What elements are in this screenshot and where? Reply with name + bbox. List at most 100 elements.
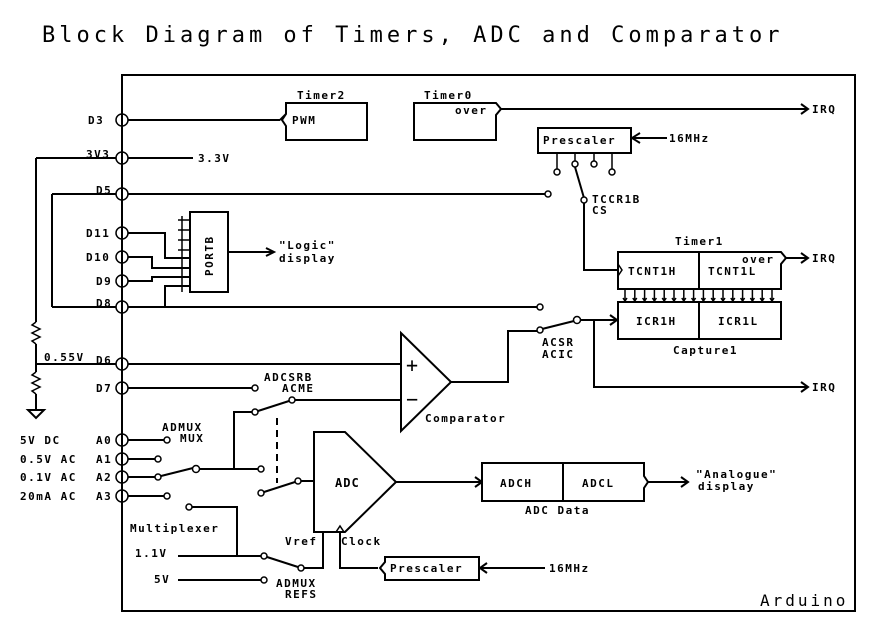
portb-output-line1: "Logic" — [279, 239, 336, 252]
switch-contact — [294, 477, 302, 485]
a0-source-label: 5V DC — [20, 434, 61, 447]
pin-label: D6 — [96, 354, 112, 367]
adc-data-title: ADC Data — [525, 504, 590, 517]
prescaler-top-clock: 16MHz — [669, 132, 710, 145]
switch-contact — [191, 464, 201, 474]
timer0-title: Timer0 — [424, 89, 473, 102]
divider-voltage-label: 0.55V — [44, 351, 85, 364]
multiplexer-label: Multiplexer — [130, 522, 219, 535]
switch-contact — [544, 190, 552, 198]
pin-label: A2 — [96, 471, 112, 484]
arduino-board — [121, 74, 856, 612]
acic-switch-lever[interactable] — [541, 320, 575, 330]
portb-input-stubs — [178, 216, 190, 292]
pin-label: D7 — [96, 382, 112, 395]
switch-contact — [163, 436, 171, 444]
d10-wire — [128, 256, 190, 269]
adc-data-high: ADCH — [500, 477, 533, 490]
capture1-high: ICR1H — [636, 315, 677, 328]
portb-output-line2: display — [279, 252, 336, 265]
pin-d7[interactable]: D7 — [96, 381, 129, 395]
timer0-over-label: over — [455, 104, 488, 117]
arrow-icon — [478, 562, 488, 574]
pin-a1[interactable]: A1 — [96, 452, 129, 466]
switch-contact — [260, 576, 268, 584]
cs-switch-bit: CS — [592, 204, 608, 217]
adc-block — [313, 431, 398, 533]
pin-label: A0 — [96, 434, 112, 447]
irq-label-timer1: IRQ — [812, 252, 836, 265]
timer1-low: TCNT1L — [708, 265, 757, 278]
acme-switch-lever[interactable] — [257, 400, 290, 412]
switch-contact — [251, 408, 259, 416]
switch-contact — [251, 384, 259, 392]
diagram-title: Block Diagram of Timers, ADC and Compara… — [42, 23, 784, 48]
switch-contact — [572, 315, 582, 325]
capture1-title: Capture1 — [673, 344, 738, 357]
switch-contact — [154, 473, 162, 481]
switch-contact — [536, 326, 544, 334]
switch-contact — [536, 303, 544, 311]
prescaler-top-label: Prescaler — [543, 134, 616, 147]
switch-contact — [260, 552, 268, 560]
capture1-low: ICR1L — [718, 315, 759, 328]
arrow-icon — [800, 252, 810, 264]
arrow-icon — [265, 247, 277, 257]
pin-a0[interactable]: A0 — [96, 433, 129, 447]
v33-output-label: 3.3V — [198, 152, 231, 165]
irq-label-timer0: IRQ — [812, 103, 836, 116]
pin-d9[interactable]: D9 — [96, 274, 129, 288]
adc-input-switch-lever[interactable] — [263, 481, 296, 493]
vref-5v-label: 5V — [154, 573, 170, 586]
arrow-icon — [630, 132, 641, 144]
acic-switch-reg: ACSR — [542, 336, 575, 349]
adc-data-low: ADCL — [582, 477, 615, 490]
comparator-plus: + — [406, 353, 418, 377]
switch-contact — [163, 492, 171, 500]
pin-d6[interactable]: D6 — [96, 354, 129, 371]
switch-contact — [257, 489, 265, 497]
timer1-over-label: over — [742, 253, 775, 266]
mux-switch-bit: MUX — [180, 432, 204, 445]
pin-label: D10 — [86, 251, 110, 264]
pin-label: D9 — [96, 275, 112, 288]
arrow-icon — [680, 476, 690, 488]
cs-switch-lever[interactable] — [574, 166, 585, 199]
timer1-box — [617, 251, 788, 290]
mux-switch-lever[interactable] — [160, 467, 194, 477]
acic-switch-bit: ACIC — [542, 348, 575, 361]
portb-label: PORTB — [203, 235, 216, 276]
adc-prescaler-box — [378, 556, 480, 581]
arrow-icon — [800, 103, 810, 115]
switch-contact — [185, 503, 193, 511]
switch-contact — [257, 465, 265, 473]
pin-d8[interactable]: D8 — [96, 297, 129, 314]
pin-label: 3V3 — [86, 148, 110, 161]
timer2-title: Timer2 — [297, 89, 346, 102]
switch-contact — [154, 455, 162, 463]
pin-a3[interactable]: A3 — [96, 489, 129, 503]
mux-switch-reg: ADMUX — [162, 421, 203, 434]
timer1-title: Timer1 — [675, 235, 724, 248]
resistor-icon — [30, 371, 42, 395]
timer2-pwm-label: PWM — [292, 114, 316, 127]
pin-d5[interactable]: D5 — [96, 184, 129, 201]
timer2-box — [280, 102, 368, 141]
d11-wire — [128, 232, 190, 259]
comparator-label: Comparator — [425, 412, 506, 425]
adc-clock-label: Clock — [341, 535, 382, 548]
portb-box — [189, 211, 229, 293]
refs-switch-lever[interactable] — [266, 556, 299, 568]
adc-data-box — [481, 462, 650, 502]
pin-a2[interactable]: A2 — [96, 470, 129, 484]
clock-input-icon — [335, 524, 345, 533]
timer0-box — [413, 102, 503, 141]
pin-label: D5 — [96, 184, 112, 197]
irq-label-capture: IRQ — [812, 381, 836, 394]
adc-prescaler-label: Prescaler — [390, 562, 463, 575]
a2-source-label: 0.1V AC — [20, 471, 77, 484]
board-label: Arduino — [760, 591, 848, 610]
pin-label: A1 — [96, 453, 112, 466]
prescaler-taps — [553, 153, 616, 176]
